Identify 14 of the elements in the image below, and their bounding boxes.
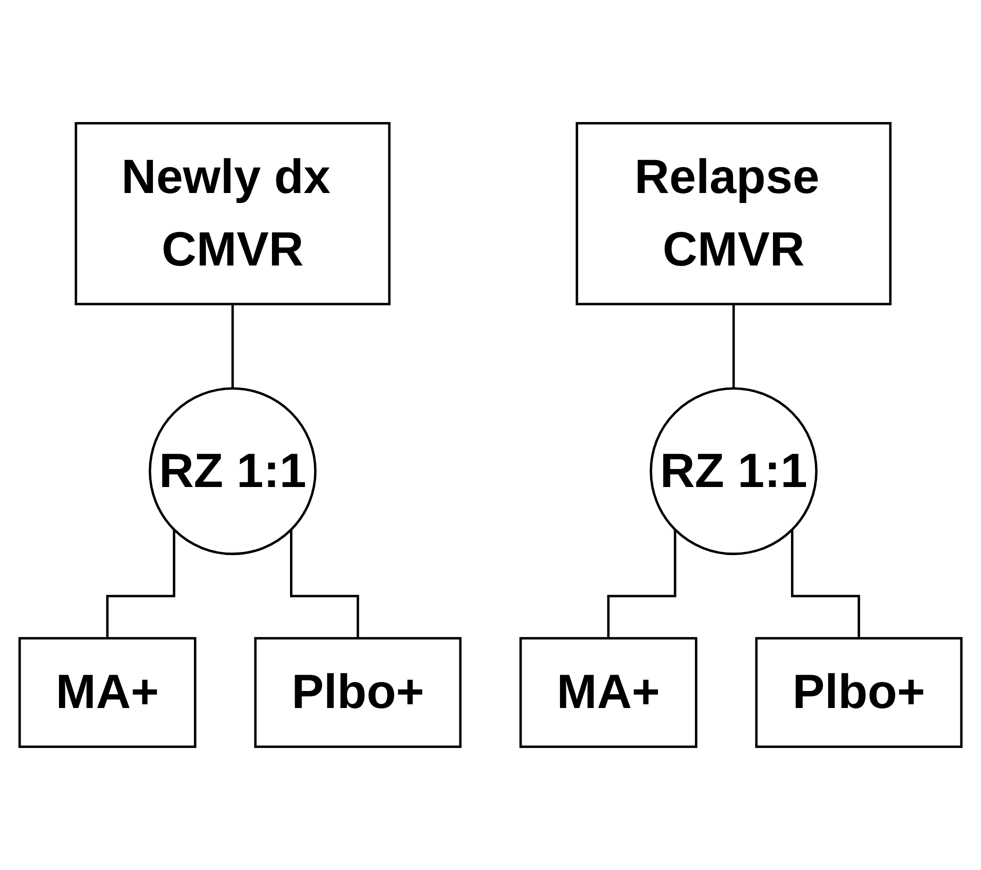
node-box: Plbo+ [254,637,462,748]
connector [106,530,176,640]
node-box: Relapse CMVR [576,122,892,306]
connector [732,304,735,390]
node-box: MA+ [519,637,698,748]
node-circle: RZ 1:1 [148,387,317,556]
connector [791,530,860,640]
node-box: Newly dx CMVR [74,122,391,306]
node-circle: RZ 1:1 [650,387,818,556]
connector [290,530,360,640]
node-box: MA+ [18,637,196,748]
connector [231,304,234,390]
node-box: Plbo+ [755,637,963,748]
connector [607,530,676,640]
